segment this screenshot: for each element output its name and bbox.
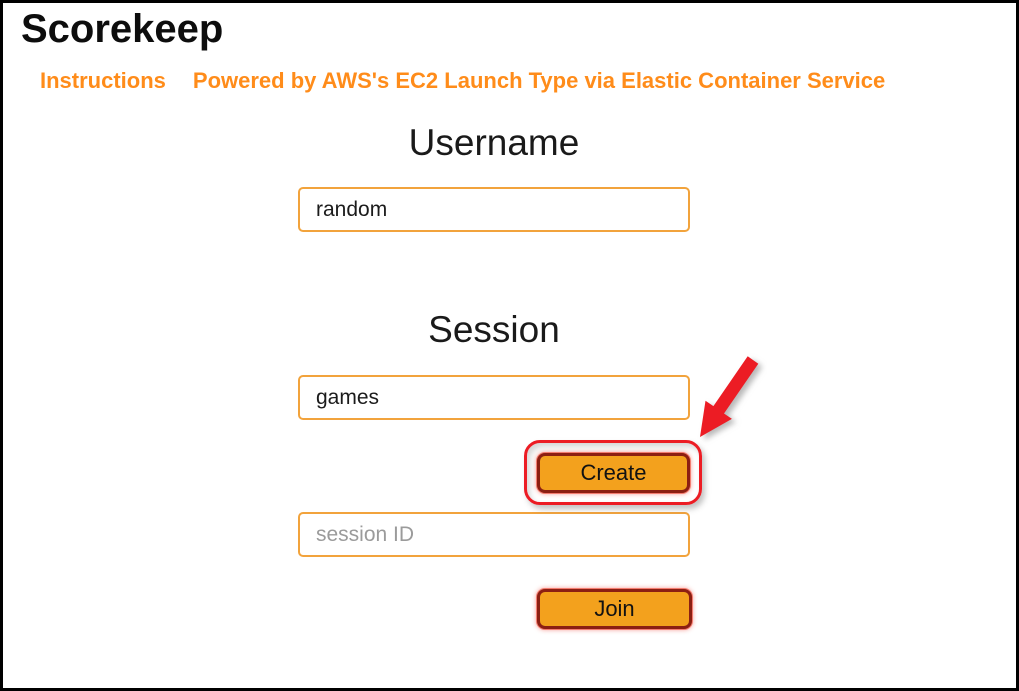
join-button[interactable]: Join (537, 589, 692, 629)
session-heading: Session (428, 309, 560, 350)
username-heading: Username (408, 122, 580, 163)
page-title: Scorekeep (21, 7, 224, 51)
session-id-input[interactable] (298, 512, 690, 557)
username-input[interactable] (298, 187, 690, 232)
nav-link-powered-by[interactable]: Powered by AWS's EC2 Launch Type via Ela… (192, 68, 886, 93)
red-arrow-icon (687, 347, 767, 447)
nav-link-instructions[interactable]: Instructions (40, 68, 166, 93)
create-button[interactable]: Create (537, 453, 690, 493)
session-name-input[interactable] (298, 375, 690, 420)
top-nav: Instructions Powered by AWS's EC2 Launch… (40, 70, 885, 92)
